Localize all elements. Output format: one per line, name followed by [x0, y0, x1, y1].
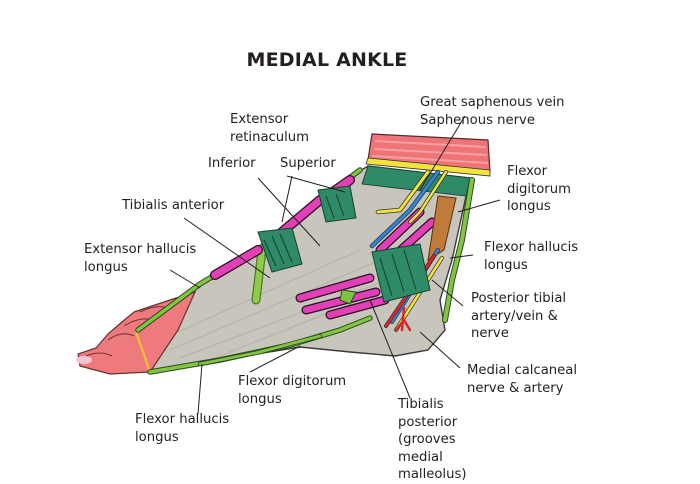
retinacula: [257, 185, 431, 305]
label-extensor-hallucis-longus: Extensor hallucis longus: [84, 242, 197, 275]
flexor-digitorum-muscle: [427, 195, 457, 262]
label-great-saphenous: Great saphenous vein Saphenous nerve: [420, 95, 565, 128]
leg-muscle: [365, 133, 491, 177]
label-inferior: Inferior: [208, 156, 256, 171]
label-flexor-digitorum-longus-bottom: Flexor digitorum longus: [238, 374, 347, 407]
label-tibialis-anterior: Tibialis anterior: [122, 198, 225, 213]
label-flexor-hallucis-longus-right: Flexor hallucis longus: [484, 240, 579, 273]
label-extensor-retinaculum: Extensor retinaculum: [230, 112, 309, 145]
label-tibialis-posterior: Tibialis posterior (grooves medial malle…: [398, 397, 467, 482]
leader-lines: [169, 115, 501, 415]
label-medial-calcaneal: Medial calcaneal nerve & artery: [467, 363, 578, 396]
saphenous-vessels: [369, 169, 448, 249]
label-posterior-tibial: Posterior tibial artery/vein & nerve: [471, 291, 567, 341]
label-superior: Superior: [280, 156, 336, 171]
label-flexor-digitorum-longus-top: Flexor digitorum longus: [507, 164, 571, 214]
diagram-title: MEDIAL ANKLE: [246, 49, 408, 71]
label-flexor-hallucis-longus-bottom: Flexor hallucis longus: [135, 412, 230, 445]
